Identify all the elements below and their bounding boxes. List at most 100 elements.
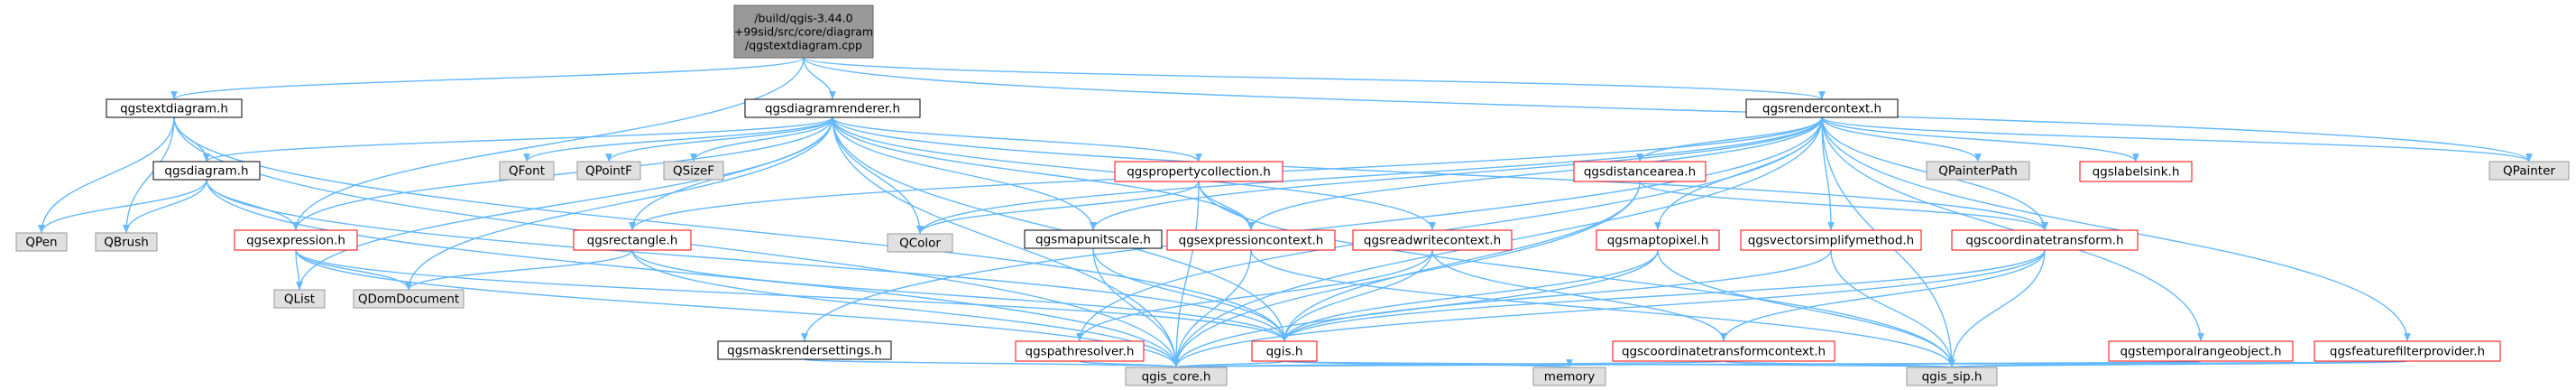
node-QSizeF: QSizeF [663,161,724,181]
edge-qgsdiagram_h-to-qgis_h [206,179,1288,342]
node-box [234,229,358,251]
node-label: qgsmaskrendersettings.h [727,344,882,358]
node-box [1114,161,1283,182]
edge-root-to-QPainter [803,57,2533,162]
edge-qgsdiagramrenderer_h-to-QPointF [605,116,833,162]
node-qgspropertycollection-h[interactable]: qgspropertycollection.h [1114,161,1283,182]
edge-qgsrendercontext_h-to-qgstemporalrangeobject_h [1821,116,2204,342]
node-label: qgis_sip.h [1922,370,1983,385]
edge-qgsrectangle_h-to-qgis_h [631,249,1288,342]
edge-qgsdiagramrenderer_h-to-qgis_core_h [832,116,1180,368]
edge-qgsdiagram_h-to-QPen [38,179,207,234]
edge-qgsvectorsimplifymethod_h-to-qgis_sip_h [1830,249,1955,368]
node-box [1251,340,1318,362]
edge-qgstextdiagram_h-to-QPen [38,116,175,234]
node-box [663,161,724,181]
edge-qgsdistancearea_h-to-qgscoordinatetransform_h [1639,181,2048,231]
node-label: qgsdistancearea.h [1584,165,1696,180]
edge-qgsdiagramrenderer_h-to-QColor [832,116,924,235]
edge-qgsrendercontext_h-to-QColor [916,116,1823,235]
node-label: QPainter [2503,164,2555,179]
node-box [576,161,641,181]
node-label: QPainterPath [1938,164,2018,179]
node-qgsvectorsimplifymethod-h[interactable]: qgsvectorsimplifymethod.h [1740,229,1922,251]
node-label: qgsexpression.h [246,234,345,248]
node-box [887,233,953,253]
edge-qgsdiagramrenderer_h-to-qgsexpressioncontext_h [832,116,1255,231]
edge-qgsdistancearea_h-to-qgis_h [1281,181,1641,342]
node-box [15,232,68,252]
node-label: QPointF [585,164,632,179]
node-label: qgis.h [1266,345,1303,359]
node-label: /qgstextdiagram.cpp [745,39,862,52]
edge-qgsdiagramrenderer_h-to-qgsexpression_h [292,116,833,231]
node-box [1745,98,1899,118]
node-qgsexpressioncontext-h[interactable]: qgsexpressioncontext.h [1166,229,1336,251]
edge-qgsrendercontext_h-to-qgsfeaturefilterprovider_h [1821,116,2411,342]
node-box [1015,340,1145,362]
node-qgsmaskrendersettings-h[interactable]: qgsmaskrendersettings.h [717,340,892,360]
edge-qgsrendercontext_h-to-qgsmapunitscale_h [1090,116,1823,231]
edge-root-to-qgsexpression_h [292,57,805,231]
node-qgsreadwritecontext-h[interactable]: qgsreadwritecontext.h [1352,229,1513,251]
node-QPainterPath: QPainterPath [1926,161,2030,181]
edge-qgsreadwritecontext_h-to-qgspathresolver_h [1076,249,1433,342]
node-QPainter: QPainter [2489,161,2570,181]
node-root[interactable]: /build/qgis-3.44.0+99sid/src/core/diagra… [733,5,874,59]
edge-root-to-qgsrendercontext_h [803,57,1826,100]
node-label: qgsvectorsimplifymethod.h [1748,234,1915,248]
node-qgstextdiagram-h[interactable]: qgstextdiagram.h [106,98,243,118]
edge-qgsdiagram_h-to-qgsexpression_h [206,179,299,231]
edge-qgscoordinatetransform_h-to-qgis_sip_h [1948,249,2046,368]
node-label: QList [284,292,315,307]
edge-root-to-qgstextdiagram_h [170,57,805,100]
node-label: qgsdiagram.h [164,164,248,179]
node-label: qgsrendercontext.h [1762,102,1881,116]
node-qgsmapunitscale-h[interactable]: qgsmapunitscale.h [1024,229,1163,249]
edge-qgsrendercontext_h-to-qgsmaskrendersettings_h [801,116,1823,342]
node-QFont: QFont [499,161,555,181]
node-label: qgstextdiagram.h [120,102,228,116]
edge-qgsrendercontext_h-to-qgslabelsink_h [1821,116,2139,162]
node-qgsexpression-h[interactable]: qgsexpression.h [234,229,358,251]
node-label: qgsrectangle.h [587,234,678,248]
node-qgsrendercontext-h[interactable]: qgsrendercontext.h [1745,98,1899,118]
node-box [717,340,892,360]
node-qgsdiagram-h[interactable]: qgsdiagram.h [152,161,261,181]
node-label: QColor [899,237,941,251]
node-label: QDomDocument [358,292,459,307]
node-qgsrectangle-h[interactable]: qgsrectangle.h [573,229,692,251]
node-label: qgspathresolver.h [1026,345,1135,359]
node-qgsmaptopixel-h[interactable]: qgsmaptopixel.h [1596,229,1720,251]
node-label: qgspropertycollection.h [1127,165,1271,180]
edge-qgsfeaturefilterprovider_h-to-qgis_sip_h [1949,358,2408,368]
node-box [353,289,465,309]
node-QBrush: QBrush [95,232,158,252]
node-label: qgsmapunitscale.h [1035,233,1151,247]
node-qgsdiagramrenderer-h[interactable]: qgsdiagramrenderer.h [744,98,921,118]
node-box [744,98,921,118]
node-qgscoordinatetransform-h[interactable]: qgscoordinatetransform.h [1951,229,2139,251]
edge-qgsexpressioncontext_h-to-qgis_core_h [1173,249,1252,368]
node-box [1532,367,1606,386]
edge-qgsdiagram_h-to-QBrush [123,179,207,234]
node-qgscoordinatetransformcontext-h[interactable]: qgscoordinatetransformcontext.h [1612,340,1835,362]
node-qgspathresolver-h[interactable]: qgspathresolver.h [1015,340,1145,362]
node-label: QSizeF [673,164,714,179]
edge-qgsexpression_h-to-QDomDocument [295,249,412,291]
node-box [152,161,261,181]
edge-qgsmapunitscale_h-to-qgis_core_h [1092,247,1180,368]
node-qgsdistancearea-h[interactable]: qgsdistancearea.h [1573,161,1707,182]
edge-qgsdiagramrenderer_h-to-qgsdiagram_h [203,116,833,162]
node-box [1951,229,2139,251]
node-qgslabelsink-h[interactable]: qgslabelsink.h [2079,161,2193,182]
node-box [1024,229,1163,249]
node-qgsfeaturefilterprovider-h[interactable]: qgsfeaturefilterprovider.h [2314,340,2501,362]
node-qgis-h[interactable]: qgis.h [1251,340,1318,362]
node-QDomDocument: QDomDocument [353,289,465,309]
node-qgstemporalrangeobject-h[interactable]: qgstemporalrangeobject.h [2108,340,2294,362]
edge-qgsrendercontext_h-to-qgspathresolver_h [1076,116,1823,342]
edge-qgsrendercontext_h-to-QPainter [1821,116,2533,162]
edge-qgspropertycollection_h-to-QColor [916,181,1200,235]
